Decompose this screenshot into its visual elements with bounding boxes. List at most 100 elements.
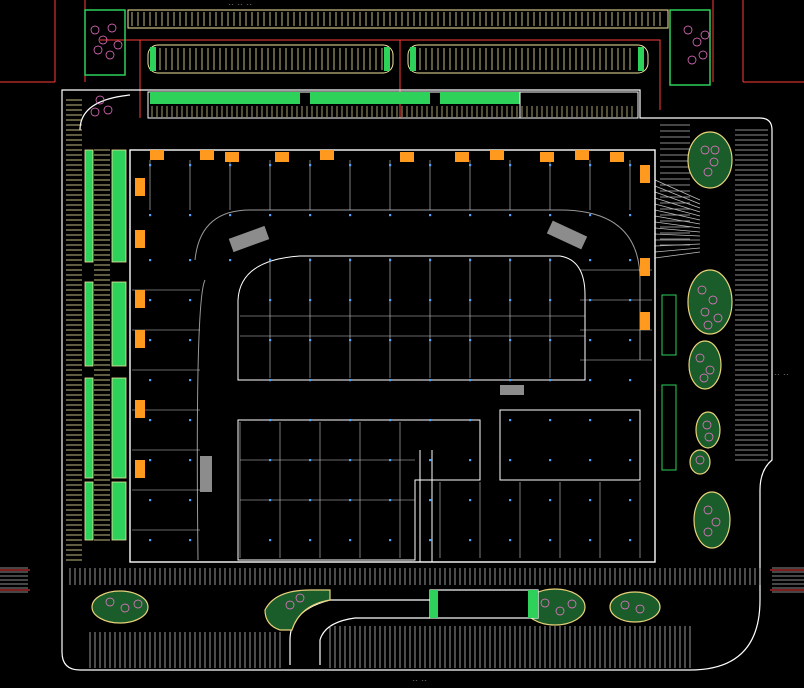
stair-core	[135, 400, 145, 418]
structural-column	[429, 164, 432, 167]
structural-column	[269, 459, 272, 462]
tree	[695, 455, 705, 465]
tree	[90, 107, 100, 117]
structural-column	[589, 499, 592, 502]
structural-column	[549, 214, 552, 217]
structural-column	[509, 164, 512, 167]
structural-column	[509, 499, 512, 502]
structural-column	[429, 499, 432, 502]
structural-column	[589, 339, 592, 342]
tree	[285, 600, 295, 610]
green-strip	[111, 377, 127, 479]
tree	[699, 373, 709, 383]
parking-stall	[654, 215, 701, 225]
right-perimeter-parking	[654, 124, 768, 461]
tree	[700, 307, 710, 317]
structural-column	[629, 259, 632, 262]
structural-column	[509, 459, 512, 462]
structural-column	[229, 214, 232, 217]
building-outline	[129, 149, 656, 563]
planter-ellipse	[693, 491, 731, 549]
top-left-planter	[84, 9, 126, 76]
planter-ellipse	[687, 269, 733, 335]
structural-column	[389, 419, 392, 422]
structural-column	[349, 539, 352, 542]
structural-column	[509, 299, 512, 302]
structural-column	[589, 539, 592, 542]
structural-column	[549, 539, 552, 542]
structural-column	[389, 164, 392, 167]
greenery-strip	[638, 47, 644, 71]
structural-column	[469, 259, 472, 262]
structural-column	[189, 214, 192, 217]
tree	[692, 37, 702, 47]
planter-ellipse	[91, 590, 149, 624]
bottom-planters	[91, 588, 661, 631]
structural-column	[389, 379, 392, 382]
tree	[133, 599, 143, 609]
structural-column	[349, 379, 352, 382]
structural-column	[149, 299, 152, 302]
entry-gate-green	[430, 590, 438, 618]
structural-column	[269, 214, 272, 217]
structural-column	[589, 214, 592, 217]
structural-column	[389, 499, 392, 502]
green-strip	[84, 281, 94, 367]
structural-column	[349, 164, 352, 167]
tree	[620, 600, 630, 610]
stair-core	[640, 258, 650, 276]
tree	[683, 25, 693, 35]
tree	[709, 157, 719, 167]
parking-stall	[654, 197, 701, 213]
bottom-entrance	[319, 617, 430, 665]
structural-column	[629, 459, 632, 462]
right-planters	[687, 131, 733, 549]
tree	[635, 604, 645, 614]
tree	[105, 50, 115, 60]
structural-column	[309, 459, 312, 462]
planter-curved	[264, 589, 331, 631]
tree	[710, 145, 720, 155]
top-right-planter	[669, 9, 711, 86]
tree	[295, 593, 305, 603]
structural-column	[149, 339, 152, 342]
tree	[703, 527, 713, 537]
stair-core	[575, 150, 589, 160]
tree	[700, 145, 710, 155]
top-parking-outline	[127, 9, 669, 29]
structural-column	[189, 459, 192, 462]
upper-building-strip	[147, 91, 639, 119]
upper-green-band	[310, 92, 430, 104]
annotation-top: -- -- --	[228, 2, 252, 8]
site-outline	[61, 89, 773, 671]
structural-column	[429, 539, 432, 542]
ramp	[200, 456, 212, 492]
ramp-blocks	[200, 220, 677, 492]
planter-ellipse	[609, 591, 661, 623]
tree	[555, 606, 565, 616]
entry-gate-green	[528, 590, 538, 618]
road-boundaries	[0, 0, 804, 591]
planter-ellipse	[688, 340, 722, 390]
stair-core	[135, 230, 145, 248]
structural-column	[149, 499, 152, 502]
structural-column	[469, 539, 472, 542]
structural-column	[589, 259, 592, 262]
annotation-right: -- --	[774, 372, 789, 378]
parking-stall	[654, 191, 701, 209]
top-parking-strip	[84, 9, 711, 86]
entry-gate-block	[429, 589, 539, 619]
tree	[703, 320, 713, 330]
greenery-strip	[410, 47, 416, 71]
stair-core	[640, 312, 650, 330]
inner-block-southeast	[499, 409, 641, 481]
structural-column	[629, 214, 632, 217]
inner-block-south	[237, 419, 481, 561]
structural-column	[549, 379, 552, 382]
tree	[700, 30, 710, 40]
main-building	[129, 149, 677, 563]
structural-column	[429, 379, 432, 382]
structural-column	[149, 214, 152, 217]
